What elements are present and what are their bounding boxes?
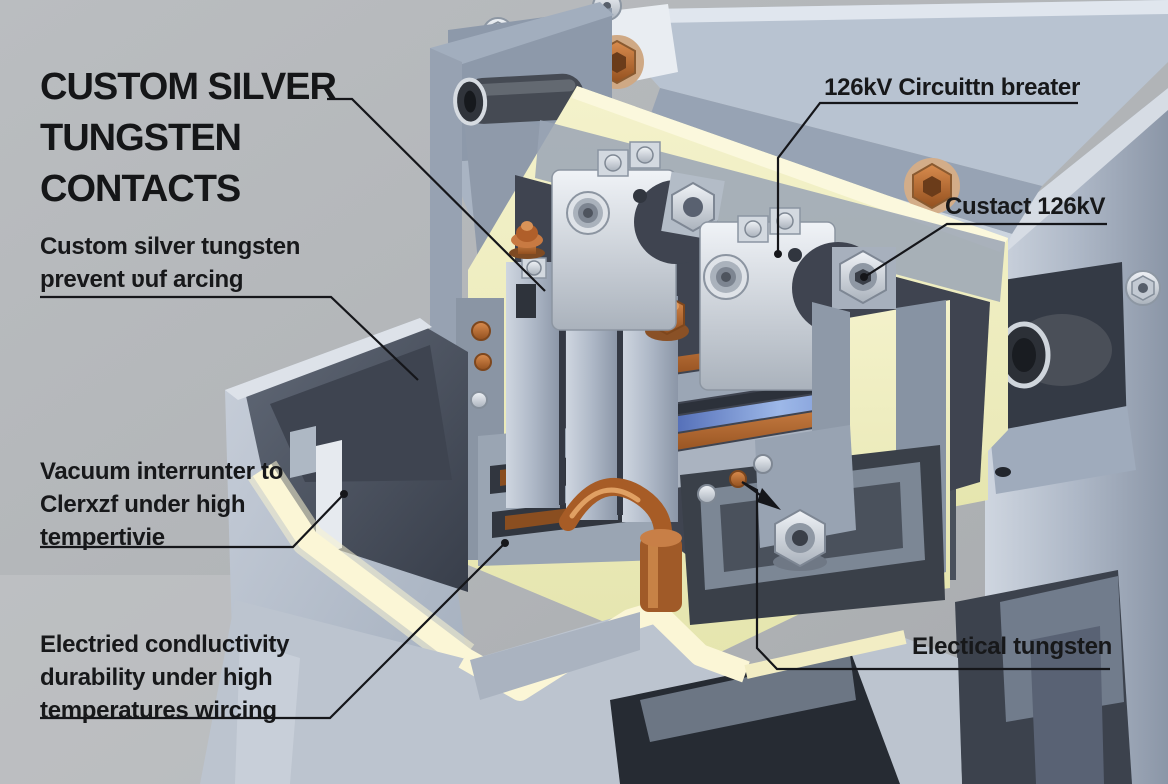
page-title: CUSTOM SILVER TUNGSTEN CONTACTS bbox=[40, 66, 337, 210]
leader-contact bbox=[865, 222, 1107, 277]
ring-contact-nut-left bbox=[566, 191, 610, 235]
leader-breaker bbox=[776, 101, 1078, 252]
tungsten-contact-nut bbox=[697, 425, 856, 571]
leader-silver-tungsten bbox=[40, 295, 419, 381]
callout-silver-tungsten: Custom silver tungsten prevent ʋuf arcin… bbox=[40, 233, 301, 293]
leader-breaker-dot bbox=[774, 250, 782, 258]
leader-contact-dot bbox=[860, 273, 868, 281]
leader-heading bbox=[327, 97, 546, 292]
silver-hex-bolt-right bbox=[1125, 270, 1161, 306]
enclosure-right-column bbox=[944, 88, 1168, 784]
callout-vacuum-interrupter: Vacuum interrunter to Clerxzf under high… bbox=[40, 458, 284, 551]
leader-vacuum-dot bbox=[340, 490, 348, 498]
bronze-hex-bolt-right bbox=[904, 158, 960, 214]
copper-conductor-tube bbox=[559, 477, 682, 612]
leader-vacuum bbox=[40, 494, 344, 549]
callout-conductivity: Electried condluctivity durability under… bbox=[40, 631, 290, 724]
leader-lines bbox=[40, 97, 1110, 720]
callout-tungsten-contact: Electical tungsten bbox=[912, 633, 1112, 660]
spacer-cylinder bbox=[453, 73, 585, 126]
leader-conductivity-dot bbox=[501, 539, 509, 547]
callout-contact-rating: Custact 126kV bbox=[945, 193, 1106, 220]
copper-cap-bolt bbox=[509, 221, 545, 259]
ring-contact-nut-right bbox=[703, 254, 749, 300]
callout-breaker-rating: 126kV Circuittn breater bbox=[824, 74, 1080, 101]
leader-tungsten-arrowhead bbox=[757, 488, 781, 510]
leader-conductivity bbox=[40, 542, 506, 720]
